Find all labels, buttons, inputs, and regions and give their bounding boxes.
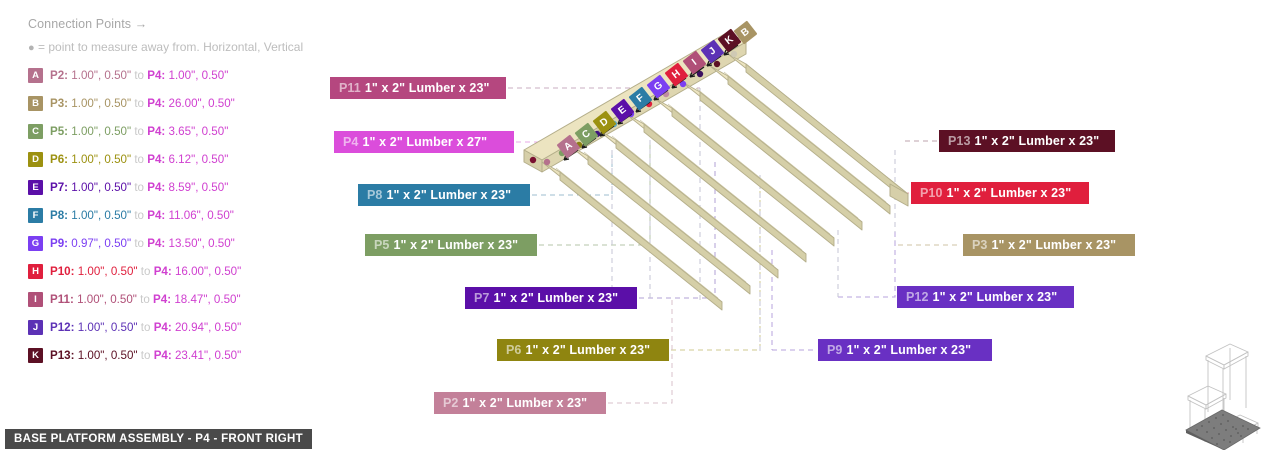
legend-badge: D xyxy=(28,152,43,167)
legend-row-text: P10: 1.00", 0.50" to P4: 16.00", 0.50" xyxy=(50,265,242,278)
connection-points-legend: Connection Points → ● = point to measure… xyxy=(0,0,330,380)
callout-text: 1" x 2" Lumber x 23" xyxy=(991,238,1117,252)
callout-text: 1" x 2" Lumber x 23" xyxy=(974,134,1100,148)
legend-badge: G xyxy=(28,236,43,251)
callout-code: P6 xyxy=(506,343,522,357)
callout-code: P10 xyxy=(920,186,943,200)
bullet-dot-icon: ● xyxy=(28,42,35,54)
callout-code: P13 xyxy=(948,134,971,148)
legend-row[interactable]: H P10: 1.00", 0.50" to P4: 16.00", 0.50" xyxy=(28,264,241,280)
legend-row[interactable]: J P12: 1.00", 0.50" to P4: 20.94", 0.50" xyxy=(28,320,241,336)
legend-row-text: P12: 1.00", 0.50" to P4: 20.94", 0.50" xyxy=(50,321,242,334)
legend-badge: A xyxy=(28,68,43,83)
callout-text: 1" x 2" Lumber x 23" xyxy=(386,188,512,202)
legend-row[interactable]: F P8: 1.00", 0.50" to P4: 11.06", 0.50" xyxy=(28,208,234,224)
legend-row-text: P3: 1.00", 0.50" to P4: 26.00", 0.50" xyxy=(50,97,235,110)
callout-text: 1" x 2" Lumber x 23" xyxy=(846,343,972,357)
legend-badge: I xyxy=(28,292,43,307)
legend-badge: K xyxy=(28,348,43,363)
legend-row[interactable]: B P3: 1.00", 0.50" to P4: 26.00", 0.50" xyxy=(28,96,235,112)
legend-row[interactable]: E P7: 1.00", 0.50" to P4: 8.59", 0.50" xyxy=(28,180,228,196)
legend-row-text: P8: 1.00", 0.50" to P4: 11.06", 0.50" xyxy=(50,209,234,222)
legend-row-text: P9: 0.97", 0.50" to P4: 13.50", 0.50" xyxy=(50,237,235,250)
callout-text: 1" x 2" Lumber x 23" xyxy=(932,290,1058,304)
legend-row[interactable]: I P11: 1.00", 0.50" to P4: 18.47", 0.50" xyxy=(28,292,241,308)
legend-row[interactable]: K P13: 1.00", 0.50" to P4: 23.41", 0.50" xyxy=(28,348,241,364)
callout-code: P11 xyxy=(339,81,361,95)
legend-badge: C xyxy=(28,124,43,139)
legend-badge: B xyxy=(28,96,43,111)
callout-text: 1" x 2" Lumber x 23" xyxy=(364,81,490,95)
legend-row[interactable]: C P5: 1.00", 0.50" to P4: 3.65", 0.50" xyxy=(28,124,228,140)
legend-badge: J xyxy=(28,320,43,335)
legend-title: Connection Points → xyxy=(28,17,148,31)
callout-code: P5 xyxy=(374,238,390,252)
callout-text: 1" x 2" Lumber x 23" xyxy=(462,396,588,410)
callout-code: P4 xyxy=(343,135,359,149)
callout-text: 1" x 2" Lumber x 23" xyxy=(393,238,519,252)
legend-row[interactable]: D P6: 1.00", 0.50" to P4: 6.12", 0.50" xyxy=(28,152,228,168)
legend-row-text: P5: 1.00", 0.50" to P4: 3.65", 0.50" xyxy=(50,125,229,138)
assembly-context-thumbnail xyxy=(1185,343,1261,450)
legend-row-text: P2: 1.00", 0.50" to P4: 1.00", 0.50" xyxy=(50,69,229,82)
legend-row[interactable]: A P2: 1.00", 0.50" to P4: 1.00", 0.50" xyxy=(28,68,228,84)
legend-row-text: P13: 1.00", 0.50" to P4: 23.41", 0.50" xyxy=(50,349,242,362)
legend-badge: H xyxy=(28,264,43,279)
legend-row-text: P11: 1.00", 0.50" to P4: 18.47", 0.50" xyxy=(50,293,241,306)
isometric-platform-model xyxy=(523,31,909,311)
drawing-title-bar: BASE PLATFORM ASSEMBLY - P4 - FRONT RIGH… xyxy=(5,429,312,449)
legend-row-text: P6: 1.00", 0.50" to P4: 6.12", 0.50" xyxy=(50,153,229,166)
callout-code: P3 xyxy=(972,238,988,252)
legend-row[interactable]: G P9: 0.97", 0.50" to P4: 13.50", 0.50" xyxy=(28,236,235,252)
legend-subtitle: ● = point to measure away from. Horizont… xyxy=(28,40,303,54)
legend-row-text: P7: 1.00", 0.50" to P4: 8.59", 0.50" xyxy=(50,181,229,194)
callout-code: P8 xyxy=(367,188,383,202)
callout-text: 1" x 2" Lumber x 27" xyxy=(362,135,488,149)
callout-code: P2 xyxy=(443,396,459,410)
callout-text: 1" x 2" Lumber x 23" xyxy=(493,291,619,305)
callout-code: P9 xyxy=(827,343,843,357)
callout-code: P7 xyxy=(474,291,490,305)
callout-code: P12 xyxy=(906,290,929,304)
legend-subtitle-text: = point to measure away from. Horizontal… xyxy=(38,40,304,54)
callout-text: 1" x 2" Lumber x 23" xyxy=(525,343,651,357)
legend-badge: E xyxy=(28,180,43,195)
callout-text: 1" x 2" Lumber x 23" xyxy=(946,186,1072,200)
legend-badge: F xyxy=(28,208,43,223)
